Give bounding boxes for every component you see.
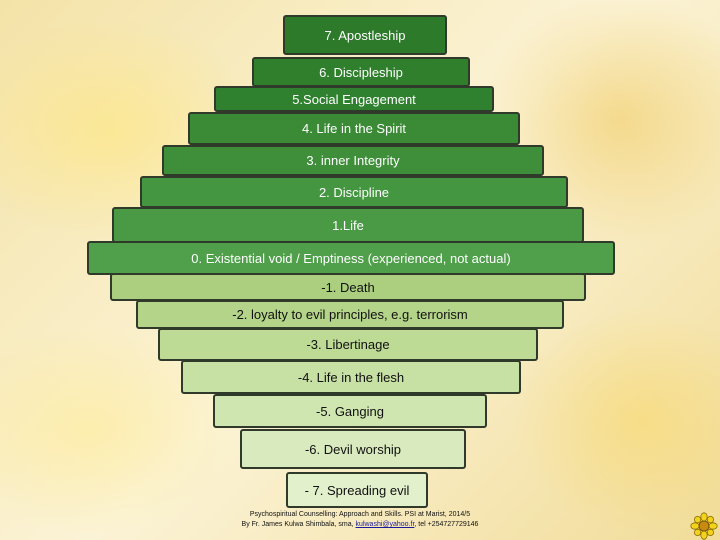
flower-icon: [690, 512, 718, 540]
footer-email-link[interactable]: kulwashi@yahoo.fr: [355, 521, 415, 528]
level-minus-7-label: - 7. Spreading evil: [304, 482, 410, 498]
level-4-life-in-the-spirit: 4. Life in the Spirit: [188, 112, 520, 145]
level-minus-3-label: -3. Libertinage: [306, 337, 390, 352]
level-minus-5-label: -5. Ganging: [316, 403, 384, 419]
level-3-inner-integrity: 3. inner Integrity: [162, 145, 544, 176]
level-0-existential-void: 0. Existential void / Emptiness (experie…: [87, 241, 615, 275]
level-5-social-engagement: 5.Social Engagement: [214, 86, 494, 112]
level-minus-7-spreading-evil: - 7. Spreading evil: [286, 472, 428, 508]
level-7-label: 7. Apostleship: [324, 27, 406, 43]
footer-line-1: Psychospiritual Counselling: Approach an…: [249, 511, 471, 518]
level-2-discipline: 2. Discipline: [140, 176, 568, 208]
footer-line-2-suffix: , tel +254727729146: [414, 521, 479, 528]
level-minus-6-devil-worship: -6. Devil worship: [240, 429, 466, 469]
level-7-apostleship: 7. Apostleship: [283, 15, 447, 55]
footer-line-2-prefix: By Fr. James Kulwa Shimbala, sma,: [241, 521, 354, 528]
level-1-life: 1.Life: [112, 207, 584, 243]
level-minus-6-label: -6. Devil worship: [304, 441, 402, 457]
level-5-label: 5.Social Engagement: [292, 91, 416, 107]
level-minus-4-life-in-the-flesh: -4. Life in the flesh: [181, 360, 521, 394]
level-4-label: 4. Life in the Spirit: [301, 121, 407, 136]
level-minus-5-ganging: -5. Ganging: [213, 394, 487, 428]
footer-credit-line-2: By Fr. James Kulwa Shimbala, sma, kulwas…: [200, 520, 520, 529]
level-minus-3-libertinage: -3. Libertinage: [158, 328, 538, 361]
level-6-discipleship: 6. Discipleship: [252, 57, 470, 87]
level-minus-4-label: -4. Life in the flesh: [297, 369, 405, 385]
level-0-label: 0. Existential void / Emptiness (experie…: [191, 250, 511, 266]
footer-credit-line-1: Psychospiritual Counselling: Approach an…: [200, 510, 520, 519]
level-3-label: 3. inner Integrity: [306, 153, 400, 168]
level-2-label: 2. Discipline: [318, 184, 390, 200]
level-minus-1-death: -1. Death: [110, 273, 586, 301]
level-1-label: 1.Life: [332, 217, 364, 233]
level-minus-2-loyalty-to-evil: -2. loyalty to evil principles, e.g. ter…: [136, 300, 564, 329]
level-minus-1-label: -1. Death: [321, 279, 375, 295]
level-minus-2-label: -2. loyalty to evil principles, e.g. ter…: [232, 307, 468, 322]
level-6-label: 6. Discipleship: [319, 64, 403, 80]
